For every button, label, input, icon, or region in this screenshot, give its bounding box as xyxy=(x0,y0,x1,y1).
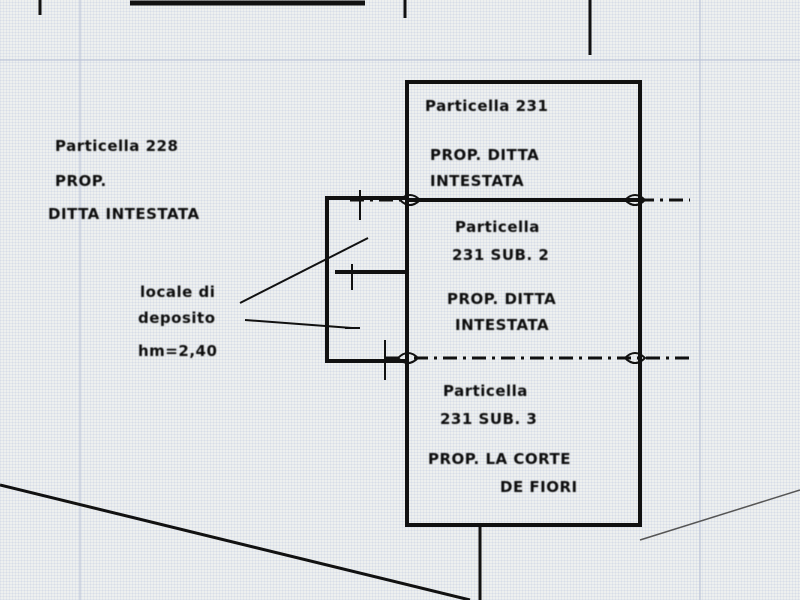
storage-room-height: hm=2,40 xyxy=(138,342,218,360)
storage-room-label-line1: locale di xyxy=(140,283,216,301)
parcel-228-owner-line1: PROP. xyxy=(55,172,107,190)
bottom-right-faint xyxy=(639,489,800,541)
parcel-231-title: Particella 231 xyxy=(425,97,549,115)
parcel-231-sub3-owner-line2: DE FIORI xyxy=(500,478,578,496)
parcel-228-title: Particella 228 xyxy=(55,137,179,155)
parcel-231-sub3-owner-line1: PROP. LA CORTE xyxy=(428,450,571,468)
parcel-231-sub3-title-line2: 231 SUB. 3 xyxy=(440,410,538,428)
leader-line-upper xyxy=(239,237,369,304)
storage-room-outline xyxy=(325,196,409,363)
storage-room-label-line2: deposito xyxy=(138,309,216,327)
bottom-diagonal-line xyxy=(0,483,471,600)
corner-mark-4 xyxy=(623,352,647,364)
parcel-228-owner-line2: DITTA INTESTATA xyxy=(48,205,200,223)
parcel-231-sub3-title-line1: Particella xyxy=(443,382,528,400)
parcel-231-sub2-owner-line2: INTESTATA xyxy=(455,316,550,334)
corner-mark-2 xyxy=(623,194,647,206)
parcel-231-sub2-title-line2: 231 SUB. 2 xyxy=(452,246,550,264)
parcel-231-sub2-owner-line1: PROP. DITTA xyxy=(447,290,557,308)
parcel-231-owner-line1: PROP. DITTA xyxy=(430,146,540,164)
parcel-231-sub2-title-line1: Particella xyxy=(455,218,540,236)
leader-line-lower xyxy=(244,319,353,329)
parcel-231-owner-line2: INTESTATA xyxy=(430,172,525,190)
